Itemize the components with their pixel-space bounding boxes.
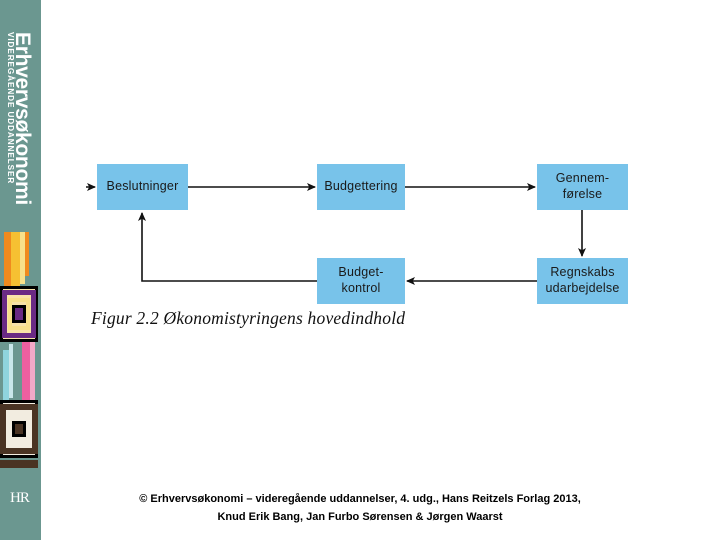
brand-subtitle: VIDEREGÅENDE UDDANNELSER [6,32,15,185]
copyright-line-1: © Erhvervsøkonomi – videregående uddanne… [139,493,581,505]
figure-area: Beslutninger Budgettering Gennem- førels… [41,0,720,540]
diagram-node-beslutninger[interactable]: Beslutninger [97,164,188,210]
diagram-node-budgetkontrol[interactable]: Budget- kontrol [317,258,405,304]
figure-caption: Figur 2.2 Økonomistyringens hovedindhold [91,308,406,328]
flow-diagram: Beslutninger Budgettering Gennem- førels… [86,140,686,320]
copyright-footer: © Erhvervsøkonomi – videregående uddanne… [60,490,660,526]
copyright-line-2: Knud Erik Bang, Jan Furbo Sørensen & Jør… [217,511,503,524]
publisher-logo: HR [10,490,30,506]
diagram-node-budgettering[interactable]: Budgettering [317,164,405,210]
brand-title: Erhvervsøkonomi [11,32,34,205]
sidebar: Erhvervsøkonomi VIDEREGÅENDE UDDANNELSER [0,0,41,540]
diagram-node-gennemforelse[interactable]: Gennem- førelse [537,164,628,210]
diagram-arrows [86,183,586,285]
decorative-ornament [0,232,41,482]
brand-block: Erhvervsøkonomi VIDEREGÅENDE UDDANNELSER [0,28,41,238]
diagram-node-regnskabsudarbejdelse[interactable]: Regnskabs udarbejdelse [537,258,628,304]
